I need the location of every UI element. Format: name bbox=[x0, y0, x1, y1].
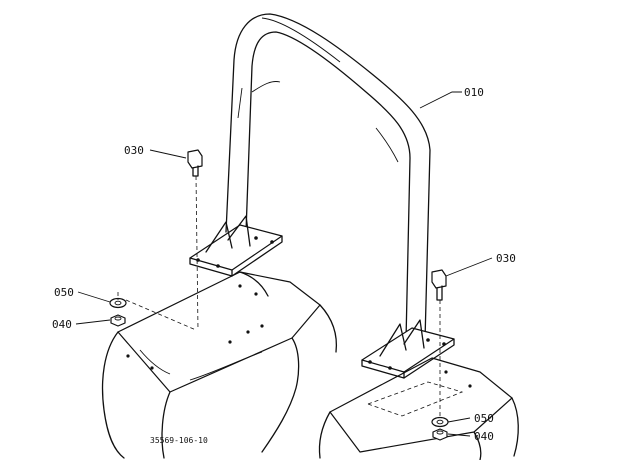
right-fender-housing bbox=[318, 357, 519, 460]
right-mount-bracket[interactable] bbox=[361, 319, 455, 379]
label-050-right: 050 bbox=[474, 412, 494, 425]
bolt-left[interactable] bbox=[187, 149, 203, 331]
left-mount-bracket[interactable] bbox=[189, 215, 283, 277]
nut-right[interactable] bbox=[432, 428, 448, 441]
label-040-left: 040 bbox=[52, 318, 72, 331]
label-030-right: 030 bbox=[496, 252, 516, 265]
bolt-right[interactable] bbox=[431, 269, 447, 420]
lock-washer-right[interactable] bbox=[431, 416, 449, 428]
drawing-number: 35569-106-10 bbox=[150, 436, 208, 445]
lock-washer-left[interactable] bbox=[109, 297, 127, 309]
nut-left[interactable] bbox=[110, 314, 126, 327]
label-030-left: 030 bbox=[124, 144, 144, 157]
leader-lines bbox=[75, 91, 493, 437]
label-010: 010 bbox=[464, 86, 484, 99]
label-040-right: 040 bbox=[474, 430, 494, 443]
rops-frame[interactable] bbox=[225, 13, 431, 341]
left-fender-housing bbox=[101, 271, 338, 459]
label-050-left: 050 bbox=[54, 286, 74, 299]
